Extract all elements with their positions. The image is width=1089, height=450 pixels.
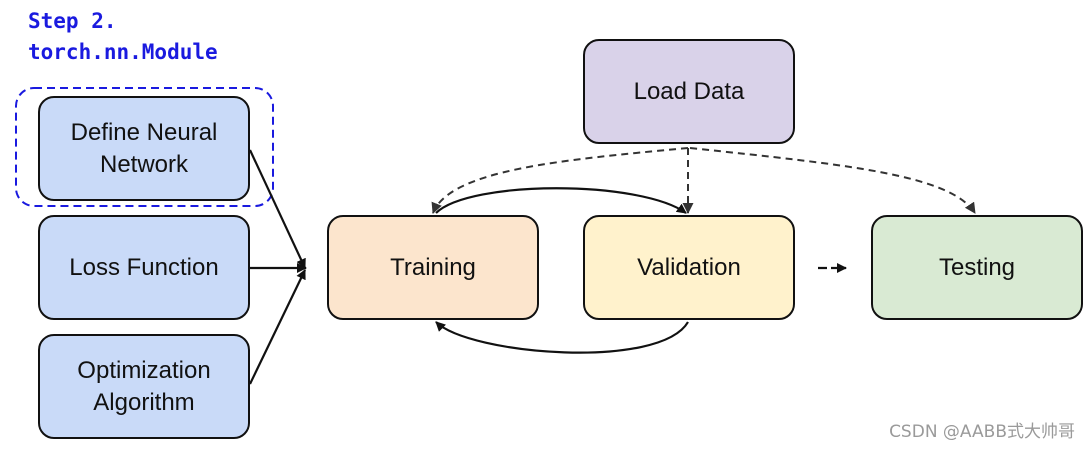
module-title: torch.nn.Module bbox=[28, 40, 218, 64]
loss-function-box: Loss Function bbox=[38, 215, 250, 320]
optimization-algorithm-box: Optimization Algorithm bbox=[38, 334, 250, 439]
arrow-optim-to-training bbox=[249, 269, 306, 385]
training-box: Training bbox=[327, 215, 539, 320]
testing-box: Testing bbox=[871, 215, 1083, 320]
arrow-validation-to-training bbox=[435, 321, 689, 354]
load-data-box: Load Data bbox=[583, 39, 795, 144]
dashed-arrow-load-to-testing bbox=[689, 147, 976, 214]
module-highlight-box bbox=[15, 87, 274, 207]
arrow-define-to-training bbox=[249, 149, 306, 269]
define-network-box: Define Neural Network bbox=[38, 96, 250, 201]
watermark-text: CSDN @AABB式大帅哥 bbox=[889, 422, 1075, 442]
dashed-arrow-load-to-training bbox=[431, 147, 689, 214]
arrow-training-to-validation bbox=[435, 187, 687, 214]
validation-box: Validation bbox=[583, 215, 795, 320]
step-title: Step 2. bbox=[28, 9, 117, 33]
